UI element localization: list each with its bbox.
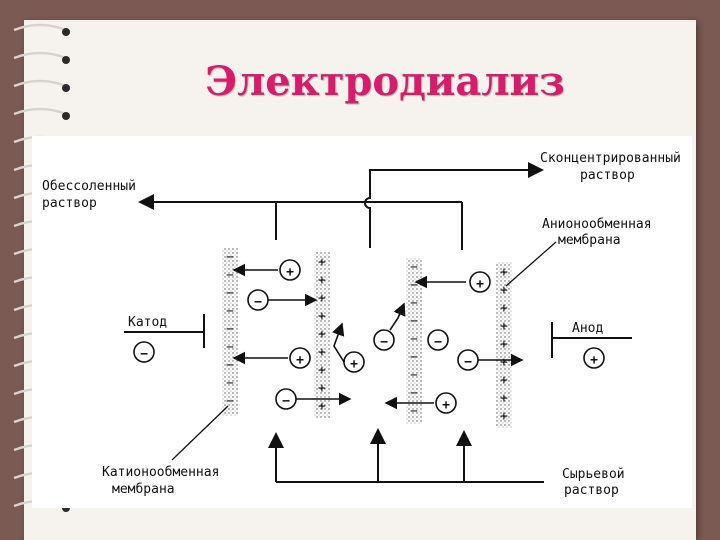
- cation-ion: [289, 347, 311, 369]
- membrane-sign: +: [318, 399, 326, 414]
- membrane-sign: +: [318, 363, 326, 378]
- membrane-sign: −: [410, 368, 418, 383]
- membrane-sign: +: [500, 337, 508, 352]
- anion-ion: [373, 329, 395, 351]
- anode-sign: +: [590, 353, 598, 368]
- membrane-sign: +: [318, 291, 326, 306]
- concentrated-label: Сконцентрированный: [540, 151, 681, 166]
- membrane-sign: +: [500, 265, 508, 280]
- membrane-sign: +: [318, 255, 326, 270]
- membrane-sign: −: [226, 322, 234, 337]
- cation-ion: [279, 259, 301, 281]
- membrane-sign: −: [410, 260, 418, 275]
- ion-sign: +: [350, 357, 358, 372]
- membrane-sign: −: [226, 376, 234, 391]
- anion-ion: [275, 388, 297, 410]
- membrane-sign: −: [410, 332, 418, 347]
- membrane-sign: −: [410, 278, 418, 293]
- membrane-sign: −: [410, 350, 418, 365]
- membrane-sign: −: [226, 358, 234, 373]
- ion-sign: +: [442, 398, 450, 413]
- cation-ion: [343, 351, 365, 373]
- ion-sign: +: [296, 353, 304, 368]
- ion-sign: +: [476, 277, 484, 292]
- ion-sign: −: [282, 394, 290, 409]
- membrane-sign: +: [318, 273, 326, 288]
- repelled-ion-arrow: [332, 322, 345, 363]
- membrane-sign: +: [500, 355, 508, 370]
- membrane-sign: −: [410, 404, 418, 419]
- cation-membrane-pointer: [171, 405, 229, 461]
- membrane-sign: +: [500, 283, 508, 298]
- membrane-sign: +: [500, 409, 508, 424]
- membrane-sign: +: [318, 327, 326, 342]
- repelled-ion-arrow: [389, 302, 406, 331]
- anion-ion: [247, 289, 269, 311]
- ion-sign: +: [286, 265, 294, 280]
- cation-membrane-1: [222, 248, 238, 416]
- cathode-label: Катод: [128, 315, 167, 330]
- membrane-sign: −: [226, 340, 234, 355]
- anion-membrane-label: Анионообменная: [542, 217, 652, 232]
- cathode-charge: [133, 341, 155, 363]
- membrane-sign: +: [500, 319, 508, 334]
- anion-membrane-1: [314, 252, 330, 418]
- membrane-sign: +: [318, 309, 326, 324]
- desalted-label: Обессоленный: [42, 179, 136, 194]
- electrodialysis-diagram: − − − − − − − − − + + + + + + + + + − − …: [32, 136, 692, 508]
- cathode-sign: −: [140, 347, 148, 362]
- ion-sign: −: [380, 335, 388, 350]
- anion-membrane-2: [496, 262, 512, 428]
- membrane-sign: +: [500, 391, 508, 406]
- cation-membrane-label: мембрана: [112, 482, 175, 497]
- membrane-sign: −: [226, 250, 234, 265]
- ion-sign: −: [464, 355, 472, 370]
- cation-ion: [435, 392, 457, 414]
- anion-ion: [427, 329, 449, 351]
- anode-charge: [583, 347, 605, 369]
- membrane-sign: −: [226, 394, 234, 409]
- cation-membrane-label: Катионообменная: [102, 465, 219, 480]
- membrane-sign: −: [410, 296, 418, 311]
- concentrated-label: раствор: [580, 168, 635, 183]
- membrane-sign: −: [410, 386, 418, 401]
- feed-label: Сырьевой: [562, 467, 625, 482]
- membrane-sign: −: [410, 314, 418, 329]
- membrane-sign: +: [318, 345, 326, 360]
- anode-label: Анод: [572, 321, 603, 336]
- concentrate-riser: [364, 162, 544, 248]
- desalted-label: раствор: [42, 196, 97, 211]
- ion-sign: −: [434, 335, 442, 350]
- slide-title: Электродиализ: [205, 58, 565, 105]
- anion-membrane-label: мембрана: [558, 233, 621, 248]
- membrane-sign: +: [318, 381, 326, 396]
- ion-sign: −: [254, 295, 262, 310]
- diagram-svg: − − − − − − − − − + + + + + + + + + − − …: [42, 151, 681, 498]
- membrane-sign: −: [226, 304, 234, 319]
- anion-membrane-pointer: [505, 241, 557, 287]
- cation-ion: [469, 271, 491, 293]
- membrane-sign: −: [226, 286, 234, 301]
- anion-ion: [457, 349, 479, 371]
- membrane-sign: +: [500, 301, 508, 316]
- membrane-sign: −: [226, 268, 234, 283]
- membrane-sign: +: [500, 373, 508, 388]
- feed-label: раствор: [564, 483, 619, 498]
- cation-membrane-2: [406, 258, 422, 424]
